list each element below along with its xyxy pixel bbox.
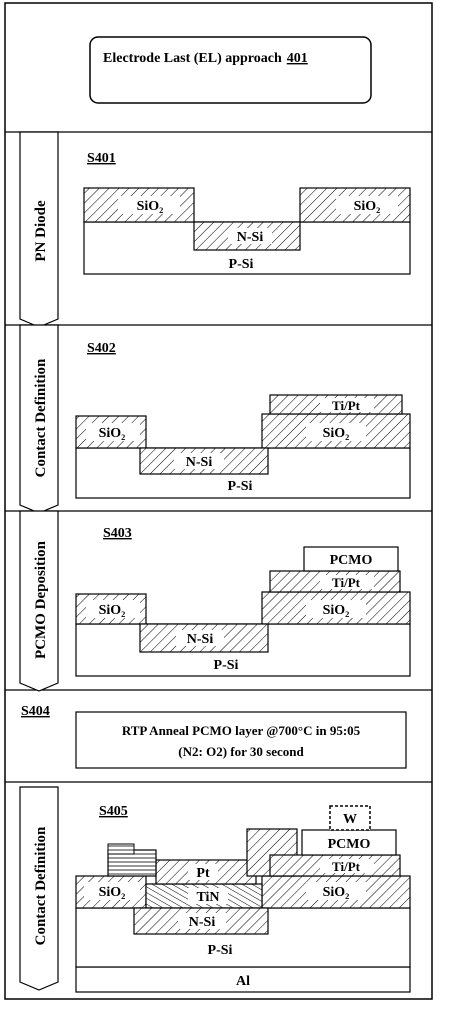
side-label-pn-diode: PN Diode <box>19 131 59 328</box>
s405-nsi: N-Si <box>189 915 216 930</box>
s401-sio2-right: SiO₂ <box>354 199 381 214</box>
s401-sio2-left: SiO₂ <box>137 199 164 214</box>
s403-structure: SiO₂ SiO₂ Ti/Pt PCMO N-Si P-Si <box>75 546 411 677</box>
s401-nsi: N-Si <box>237 230 264 245</box>
step-s402: S402 <box>87 341 116 356</box>
s403-nsi: N-Si <box>187 632 214 647</box>
s402-sio2-right: SiO₂ <box>323 426 350 441</box>
s401-structure: SiO₂ SiO₂ N-Si P-Si <box>83 187 411 275</box>
step-s404: S404 <box>21 704 50 719</box>
s405-w: W <box>343 812 357 827</box>
s403-sio2-right: SiO₂ <box>323 603 350 618</box>
anneal-box: RTP Anneal PCMO layer @700°C in 95:05 (N… <box>75 711 407 769</box>
s402-nsi: N-Si <box>186 455 213 470</box>
contact-definition-label-2: Contact Definition <box>33 826 49 945</box>
s402-tipt: Ti/Pt <box>332 398 361 413</box>
s403-tipt: Ti/Pt <box>332 575 361 590</box>
s403-pcmo: PCMO <box>330 553 373 568</box>
anneal-line-2: (N2: O2) for 30 second <box>178 744 304 759</box>
s405-structure: SiO₂ SiO₂ TiN Pt Ti/Pt PCMO W N-Si P-Si … <box>75 805 411 993</box>
s402-sio2-left: SiO₂ <box>99 426 126 441</box>
s402-structure: SiO₂ SiO₂ Ti/Pt N-Si P-Si <box>75 394 411 499</box>
s403-sio2-left: SiO₂ <box>99 603 126 618</box>
pcmo-deposition-label: PCMO Deposition <box>33 540 49 659</box>
step-s401: S401 <box>87 151 116 166</box>
s405-al: Al <box>236 974 250 989</box>
s405-tin: TiN <box>196 890 219 905</box>
s405-sio2-right: SiO₂ <box>323 885 350 900</box>
s401-psi: P-Si <box>229 257 254 272</box>
side-label-pcmo-deposition: PCMO Deposition <box>19 510 59 692</box>
contact-definition-label-1: Contact Definition <box>33 358 49 477</box>
side-label-contact-definition-2: Contact Definition <box>19 786 59 991</box>
pn-diode-label: PN Diode <box>33 200 49 262</box>
s403-psi: P-Si <box>214 658 239 673</box>
step-s403: S403 <box>103 526 132 541</box>
s402-psi: P-Si <box>228 479 253 494</box>
anneal-line-1: RTP Anneal PCMO layer @700°C in 95:05 <box>122 723 361 738</box>
s405-psi: P-Si <box>208 943 233 958</box>
step-s405: S405 <box>99 804 128 819</box>
s405-pcmo: PCMO <box>328 837 371 852</box>
s405-pt: Pt <box>196 866 210 881</box>
s405-tipt: Ti/Pt <box>332 859 361 874</box>
side-label-contact-definition-1: Contact Definition <box>19 324 59 514</box>
s405-sio2-left: SiO₂ <box>99 885 126 900</box>
header-ref: 401 <box>287 51 308 66</box>
